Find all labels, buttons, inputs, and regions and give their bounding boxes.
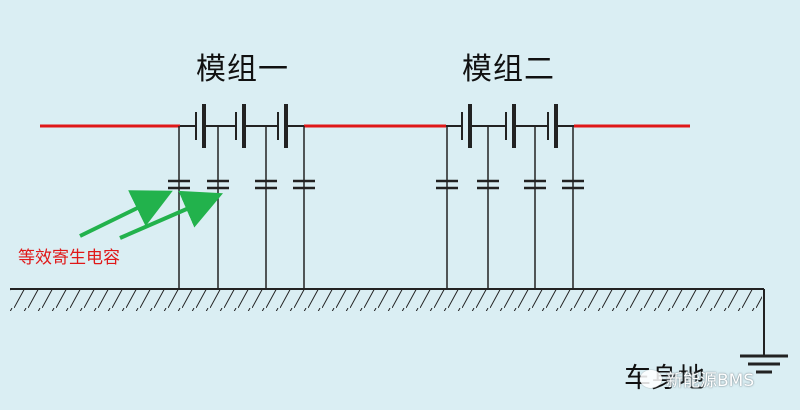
- watermark: 新能源BMS: [640, 366, 754, 391]
- watermark-text: 新能源BMS: [666, 371, 755, 391]
- chassis-ground-label: 车身地: [624, 363, 705, 394]
- battery-cells-module-2: [446, 104, 574, 148]
- module-1-title: 模组一: [196, 52, 289, 87]
- parasitic-capacitance-label: 等效寄生电容: [18, 248, 120, 268]
- battery-cells-module-1: [180, 104, 304, 148]
- earth-ground-icon: [740, 354, 788, 374]
- annotation-arrows: [79, 190, 224, 240]
- module-2-title: 模组二: [462, 52, 555, 87]
- wechat-logo-icon: [640, 369, 662, 388]
- parasitic-capacitors-module-2: [436, 126, 584, 288]
- chassis-ground: [10, 288, 765, 356]
